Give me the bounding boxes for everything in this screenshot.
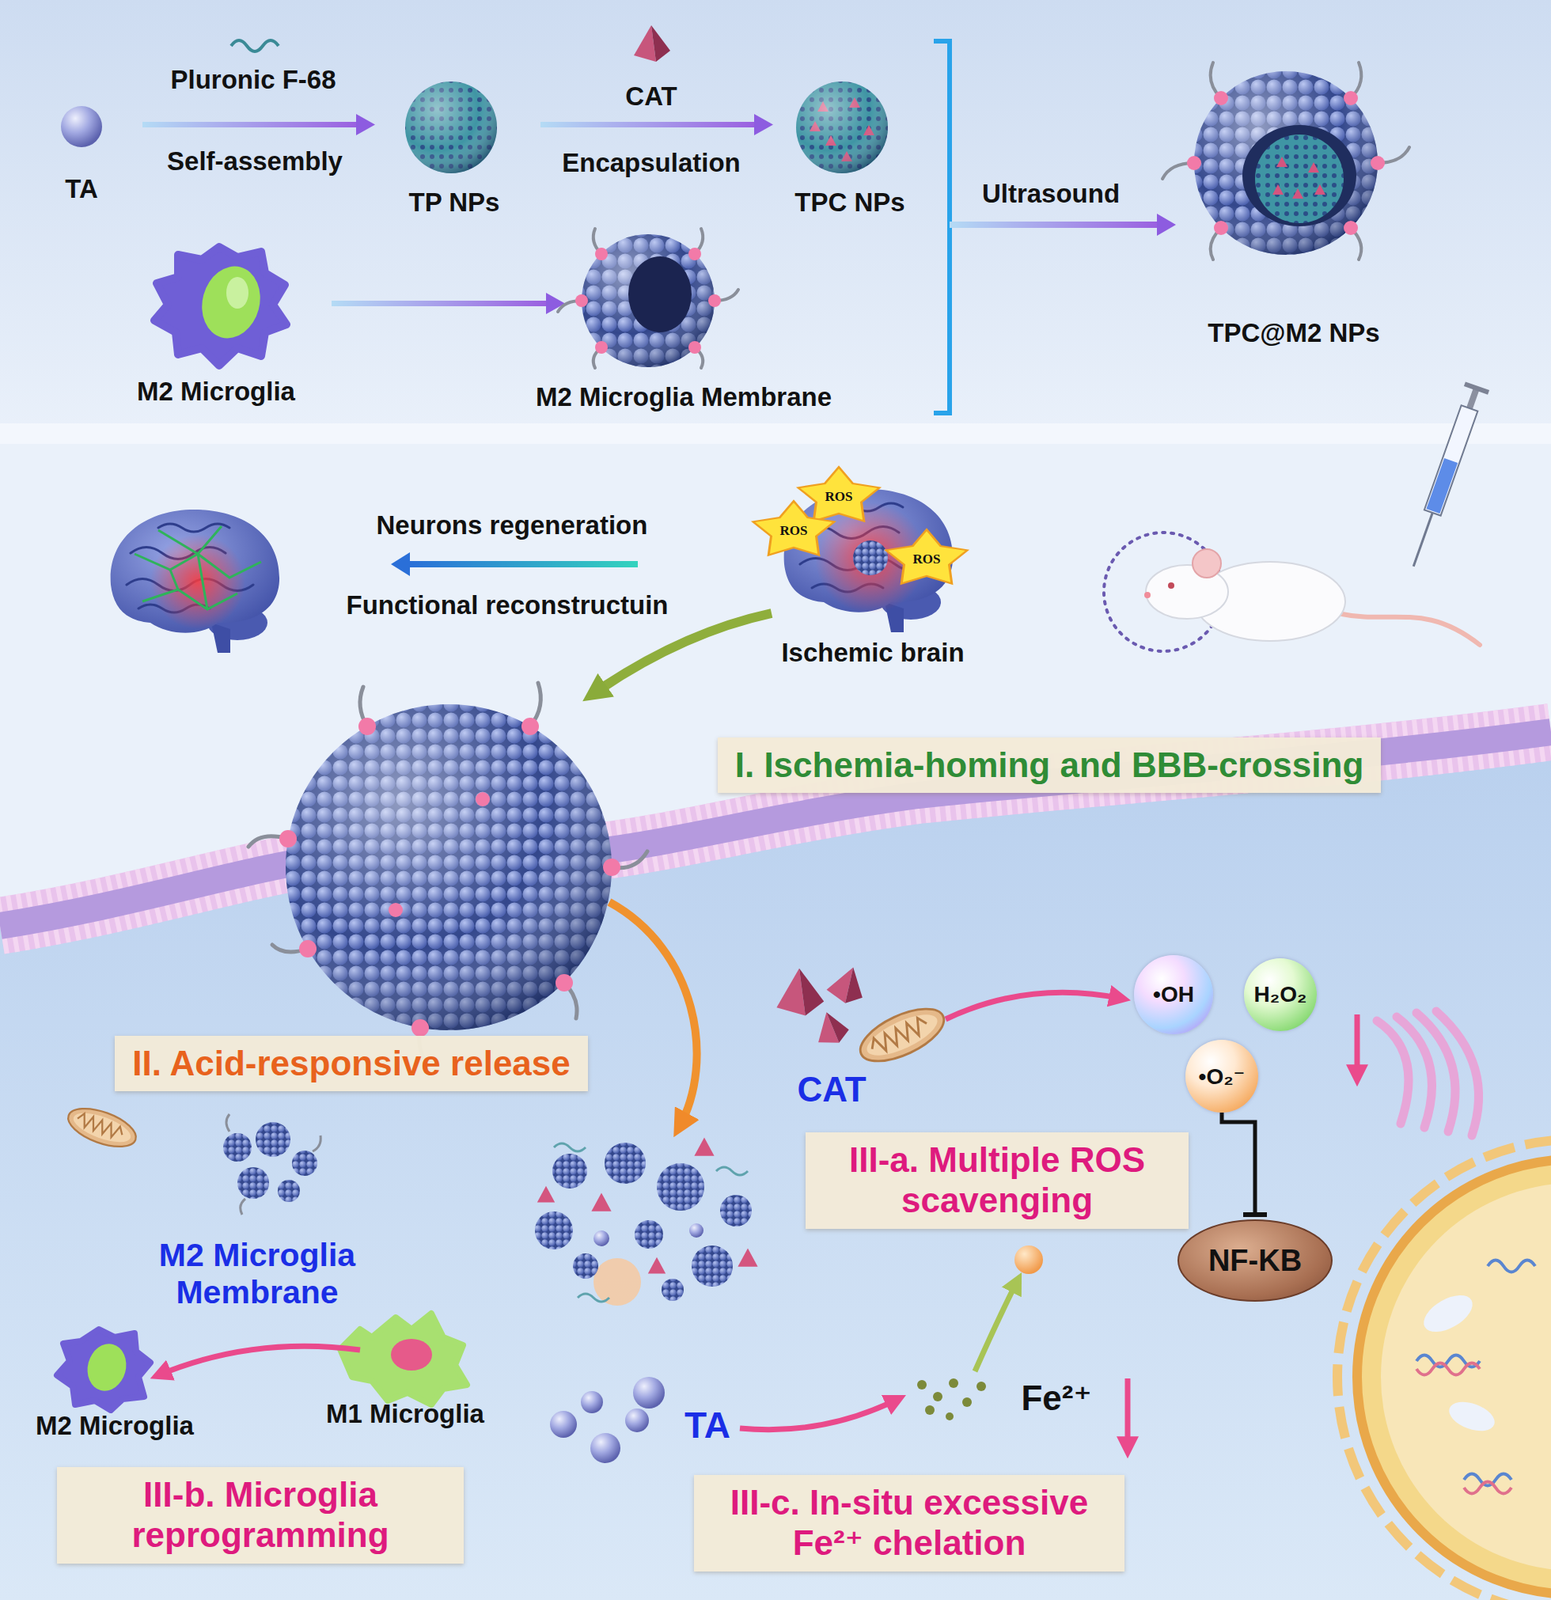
process-label: Pluronic F-68 [170,64,336,95]
component-label: M2 Microglia Membrane [98,1236,416,1312]
node-text: H₂O₂ [1254,982,1308,1008]
outcome-label: Neurons regeneration [376,510,649,541]
stage-label-box: II. Acid-responsive release [114,1035,588,1093]
ros-tag: ROS [780,523,808,539]
inhibition-line [1221,1112,1256,1215]
process-label: Self-assembly [166,146,343,177]
component-label: CAT [625,81,677,112]
component-label: CAT [796,1069,866,1111]
node-text: •O₂⁻ [1198,1063,1246,1090]
organ-label: Ischemic brain [781,637,964,668]
pathway-node: NF-KB [1177,1219,1333,1302]
cell-label: M2 Microglia [136,376,296,407]
node-text: I. Ischemia-homing and BBB-crossing [735,745,1365,786]
ros-bubble: H₂O₂ [1243,958,1317,1032]
stage-label-box: III-b. Microglia reprogramming [56,1467,464,1563]
stage-label-box: I. Ischemia-homing and BBB-crossing [717,737,1382,794]
process-label: Ultrasound [982,178,1120,209]
ros-bubble: •OH [1133,955,1214,1035]
outcome-label: Functional reconstructuin [345,590,668,621]
node-text: II. Acid-responsive release [132,1043,571,1085]
ros-tag: ROS [825,489,854,505]
node-text: NF-KB [1208,1243,1302,1278]
cell-label: M1 Microglia [326,1399,485,1430]
cell-label: M2 Microglia [35,1410,194,1442]
node-text: III-b. Microglia reprogramming [74,1475,447,1555]
stage-label-box: III-c. In-situ excessive Fe²⁺ chelation [693,1475,1125,1571]
ion-label: Fe²⁺ [1020,1378,1092,1419]
ros-bubble: •O₂⁻ [1185,1039,1259,1113]
component-label: TA [64,174,99,205]
process-label: Encapsulation [561,147,741,179]
product-label: TPC@M2 NPs [1207,318,1380,349]
component-label: M2 Microglia Membrane [535,382,832,413]
node-text: III-a. Multiple ROS scavenging [822,1140,1172,1221]
ros-tag: ROS [913,551,941,568]
stage-label-box: III-a. Multiple ROS scavenging [805,1132,1189,1229]
node-text: •OH [1152,982,1195,1008]
component-label: TPC NPs [794,187,905,218]
component-label: TA [684,1404,731,1447]
component-label: TP NPs [409,187,501,218]
node-text: III-c. In-situ excessive Fe²⁺ chelation [711,1482,1108,1563]
